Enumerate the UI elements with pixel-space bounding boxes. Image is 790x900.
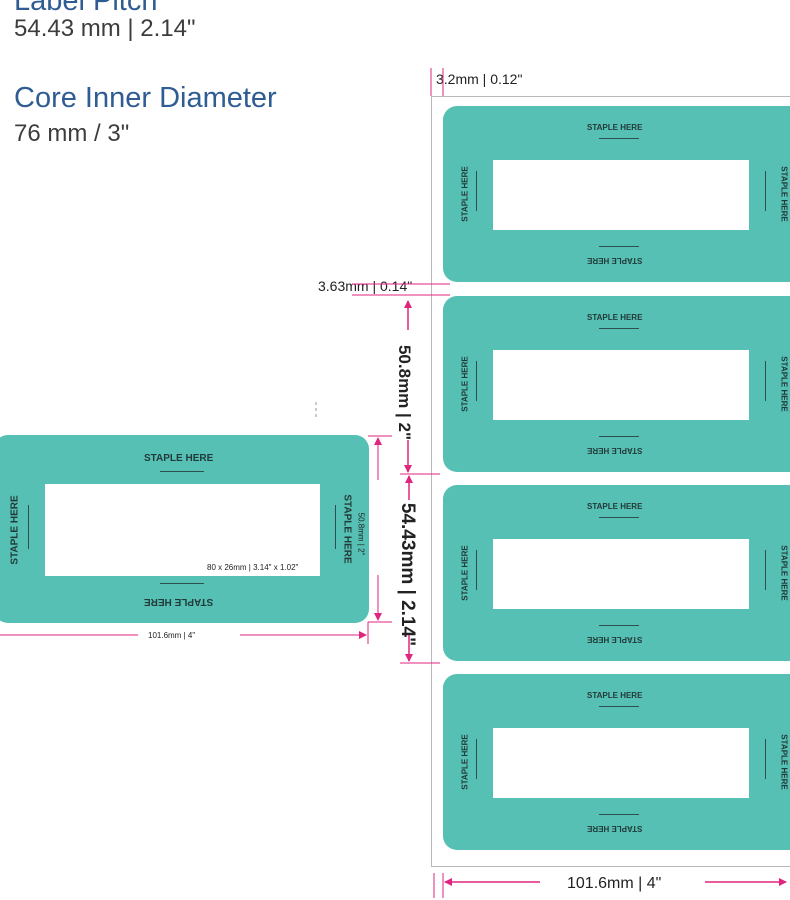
label-pitch-title: Label Pitch	[14, 0, 158, 17]
roll-label-window	[493, 350, 749, 420]
single-label: STAPLE HERE STAPLE HERE STAPLE HERE STAP…	[0, 435, 369, 623]
roll-label-left-rule	[476, 550, 477, 590]
roll-label-bottom-rule	[599, 436, 639, 437]
roll-label-right-rule	[765, 550, 766, 590]
roll-label-top-text: STAPLE HERE	[587, 313, 643, 322]
single-label-width-dim: 101.6mm | 4"	[148, 631, 196, 640]
roll-label-top-rule	[599, 328, 639, 329]
single-label-top-rule	[160, 471, 204, 472]
single-label-window	[45, 484, 320, 576]
roll-label-window	[493, 728, 749, 798]
roll-label-top-rule	[599, 138, 639, 139]
window-size-text: 80 x 26mm | 3.14" x 1.02"	[207, 563, 299, 572]
single-label-left-rule	[28, 505, 29, 549]
roll-label-left-rule	[476, 171, 477, 211]
core-diameter-title: Core Inner Diameter	[14, 82, 277, 114]
roll-label-top-rule	[599, 706, 639, 707]
roll-label-bottom-rule	[599, 246, 639, 247]
roll-label-window	[493, 539, 749, 609]
roll-liner	[431, 96, 790, 867]
roll-label-window	[493, 160, 749, 230]
roll-label-top-text: STAPLE HERE	[587, 691, 643, 700]
roll-label-top-text: STAPLE HERE	[587, 123, 643, 132]
roll-label-right-rule	[765, 739, 766, 779]
single-label-right-rule	[335, 505, 336, 549]
core-diameter-value: 76 mm / 3"	[14, 120, 130, 147]
roll-label-right-rule	[765, 361, 766, 401]
label-pitch-value: 54.43 mm | 2.14"	[14, 15, 196, 42]
roll-label-bottom-rule	[599, 625, 639, 626]
roll-label-top-text: STAPLE HERE	[587, 502, 643, 511]
roll-label-top-rule	[599, 517, 639, 518]
roll-label-bottom-rule	[599, 814, 639, 815]
single-label-top-text: STAPLE HERE	[144, 453, 214, 464]
roll-label-right-rule	[765, 171, 766, 211]
single-label-bottom-rule	[160, 583, 204, 584]
roll-width-dim: 101.6mm | 4"	[567, 875, 662, 892]
label-gap-dim: 3.63mm | 0.14"	[318, 278, 413, 294]
left-margin-dim: 3.2mm | 0.12"	[436, 71, 523, 87]
roll-label-left-rule	[476, 739, 477, 779]
roll-label-left-rule	[476, 361, 477, 401]
